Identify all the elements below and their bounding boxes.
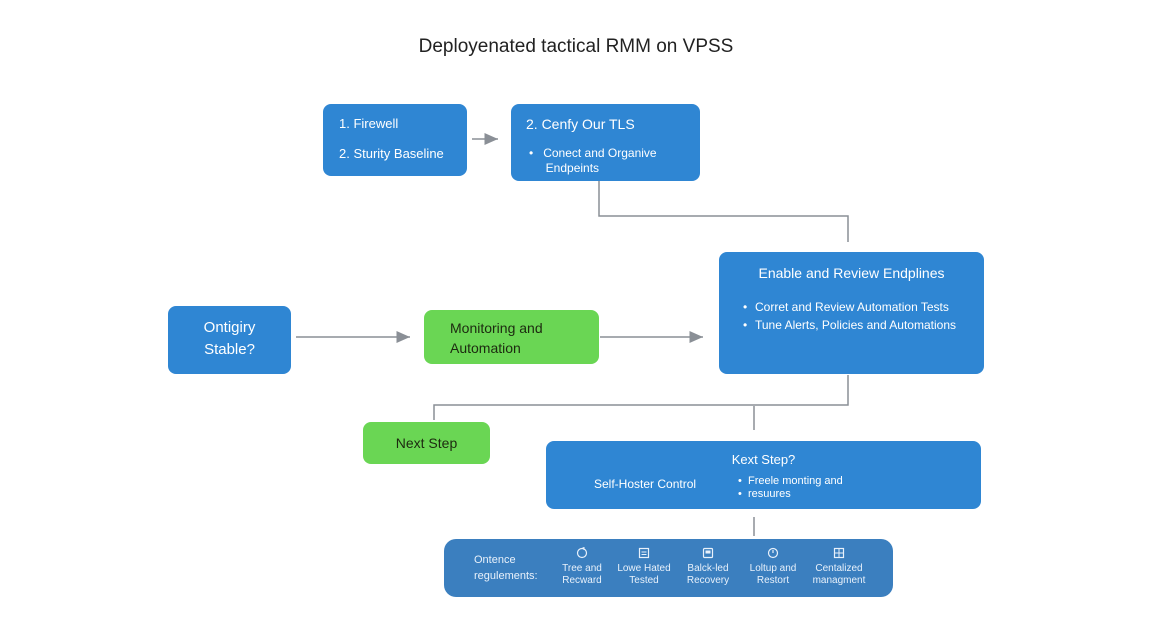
diagram-title: Deployenated tactical RMM on VPSS bbox=[418, 36, 734, 57]
feature-4-line1: Loltup and bbox=[749, 563, 797, 574]
monitoring-automation-box[interactable]: Monitoring and Automation bbox=[424, 310, 599, 364]
feature-5-line2: managment bbox=[812, 575, 866, 586]
box4-line1: Ontigiry bbox=[203, 319, 256, 336]
feature-centralized-management[interactable]: Centalized managment bbox=[808, 547, 870, 587]
config-tls-box[interactable]: 2. Cenfy Our TLS • Conect and Organive E… bbox=[511, 104, 700, 181]
backup-icon bbox=[702, 547, 714, 559]
next-step-box[interactable]: Next Step bbox=[363, 422, 490, 464]
requirements-bar[interactable]: Ontence regulements: Tree and Recward Lo… bbox=[444, 539, 893, 597]
feature-2-line1: Lowe Hated bbox=[617, 563, 671, 574]
box3-bullet-1: Corret and Review Automation Tests bbox=[743, 300, 963, 314]
stable-decision-box[interactable]: Ontigiry Stable? bbox=[168, 306, 291, 374]
box4-line2: Stable? bbox=[204, 341, 255, 358]
box5-line2: Automation bbox=[450, 340, 521, 356]
feature-lowe-hated[interactable]: Lowe Hated Tested bbox=[613, 547, 675, 587]
feature-4-line2: Restort bbox=[756, 575, 790, 586]
requirements-label: Ontence regulements: bbox=[474, 554, 538, 582]
box3-heading: Enable and Review Endplines bbox=[758, 265, 945, 281]
box3-bullets: Corret and Review Automation Tests Tune … bbox=[743, 300, 963, 336]
clock-icon bbox=[767, 547, 779, 559]
refresh-icon bbox=[576, 547, 588, 559]
self-hosted-control-box[interactable]: Kext Step? Self-Hoster Control Freele mo… bbox=[546, 441, 981, 509]
box3-bullet-2: Tune Alerts, Policies and Automations bbox=[743, 318, 963, 332]
box2-heading: 2. Cenfy Our TLS bbox=[526, 116, 635, 132]
connector-box3-box6 bbox=[433, 375, 849, 420]
box1-line1: 1. Firewell bbox=[339, 116, 399, 131]
connector-box2-box3 bbox=[598, 181, 849, 242]
box1-line2: 2. Sturity Baseline bbox=[339, 146, 444, 161]
enable-review-box[interactable]: Enable and Review Endplines Corret and R… bbox=[719, 252, 984, 374]
firewall-baseline-box[interactable]: 1. Firewell 2. Sturity Baseline bbox=[323, 104, 467, 176]
box5-line1: Monitoring and bbox=[450, 320, 543, 336]
feature-5-line1: Centalized bbox=[815, 563, 863, 574]
box2-bullet: • Conect and Organive Endpeints bbox=[529, 146, 657, 175]
box7-left-label: Self-Hoster Control bbox=[594, 477, 697, 491]
feature-3-line1: Balck-led bbox=[687, 563, 729, 574]
feature-lockup-restore[interactable]: Loltup and Restort bbox=[742, 547, 804, 587]
grid-icon bbox=[833, 547, 845, 559]
feature-backup-recovery[interactable]: Balck-led Recovery bbox=[677, 547, 739, 587]
feature-3-line2: Recovery bbox=[686, 575, 730, 586]
document-icon bbox=[638, 547, 650, 559]
box7-bullet-1: Freele monting and bbox=[738, 475, 843, 488]
box7-heading: Kext Step? bbox=[731, 452, 796, 467]
feature-1-line1: Tree and bbox=[562, 563, 602, 574]
box7-bullets: Freele monting and resuures bbox=[738, 475, 843, 501]
box6-label: Next Step bbox=[395, 435, 458, 451]
feature-2-line2: Tested bbox=[629, 575, 659, 586]
box7-bullet-2: resuures bbox=[738, 488, 843, 501]
feature-tree-reward[interactable]: Tree and Recward bbox=[551, 547, 613, 587]
feature-1-line2: Recward bbox=[562, 575, 602, 586]
